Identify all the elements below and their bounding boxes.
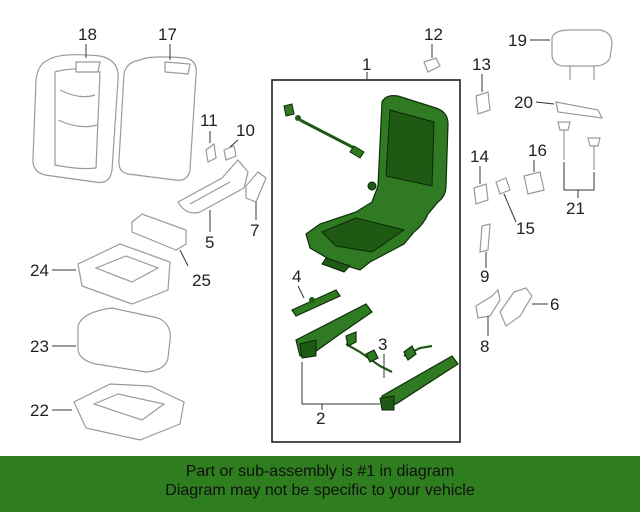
callout-21: 21 bbox=[566, 199, 585, 218]
part-2-slide-rail-left bbox=[295, 303, 373, 359]
notice-banner: Part or sub-assembly is #1 in diagram Di… bbox=[0, 456, 640, 512]
part-1-rod bbox=[283, 103, 365, 159]
part-5-side-shield bbox=[177, 159, 249, 214]
callout-13: 13 bbox=[472, 55, 491, 74]
callout-1: 1 bbox=[362, 55, 371, 74]
callout-9: 9 bbox=[480, 267, 489, 286]
callout-14: 14 bbox=[470, 147, 489, 166]
part-19-headrest bbox=[551, 29, 613, 80]
part-21-bolts bbox=[557, 121, 601, 170]
callout-16: 16 bbox=[528, 141, 547, 160]
part-3-cable-mechanism bbox=[345, 331, 433, 373]
callout-4: 4 bbox=[292, 267, 301, 286]
part-22-seat-cushion-frame bbox=[73, 383, 185, 441]
part-8-bracket bbox=[475, 288, 501, 319]
part-10-clip bbox=[223, 145, 237, 161]
parts-diagram: 18 17 11 10 5 7 25 24 23 bbox=[30, 25, 613, 443]
part-23-seat-cushion-pad bbox=[77, 307, 171, 373]
callout-11: 11 bbox=[200, 111, 218, 130]
part-14-cap bbox=[473, 183, 489, 205]
part-24-seat-cushion-cover bbox=[77, 243, 171, 305]
part-9-trim-strip bbox=[479, 223, 491, 253]
callout-7: 7 bbox=[250, 221, 259, 240]
callout-15: 15 bbox=[516, 219, 535, 238]
part-17-seat-back-frame-panel bbox=[118, 56, 197, 181]
part-16-cover bbox=[523, 171, 545, 195]
part-2-slide-rail-right bbox=[379, 355, 459, 411]
callout-19: 19 bbox=[508, 31, 527, 50]
part-7-bracket bbox=[245, 171, 267, 203]
part-18-seat-back-cover bbox=[32, 54, 119, 184]
callout-25: 25 bbox=[192, 271, 211, 290]
part-13-cover bbox=[475, 91, 491, 115]
callout-23: 23 bbox=[30, 337, 49, 356]
part-6-cover bbox=[499, 287, 533, 327]
part-20-bracket bbox=[555, 101, 604, 119]
callout-10: 10 bbox=[236, 121, 255, 140]
assembly-box bbox=[271, 79, 461, 443]
callout-12: 12 bbox=[424, 25, 443, 44]
callout-5: 5 bbox=[205, 233, 214, 252]
callout-24: 24 bbox=[30, 261, 49, 280]
callout-17: 17 bbox=[158, 25, 177, 44]
callout-20: 20 bbox=[514, 93, 533, 112]
part-4-bar bbox=[291, 289, 341, 317]
part-25-pad bbox=[131, 213, 187, 251]
callout-22: 22 bbox=[30, 401, 49, 420]
banner-line-2: Diagram may not be specific to your vehi… bbox=[165, 482, 475, 499]
callout-8: 8 bbox=[480, 337, 489, 356]
part-11-clip bbox=[205, 142, 217, 163]
callout-18: 18 bbox=[78, 25, 97, 44]
callout-3: 3 bbox=[378, 335, 387, 354]
part-15-clip bbox=[495, 177, 511, 195]
callout-6: 6 bbox=[550, 295, 559, 314]
callout-2: 2 bbox=[316, 409, 325, 428]
part-1-seat-frame-assembly bbox=[305, 95, 449, 273]
banner-line-1: Part or sub-assembly is #1 in diagram bbox=[185, 463, 455, 480]
part-12-clip bbox=[423, 57, 441, 73]
